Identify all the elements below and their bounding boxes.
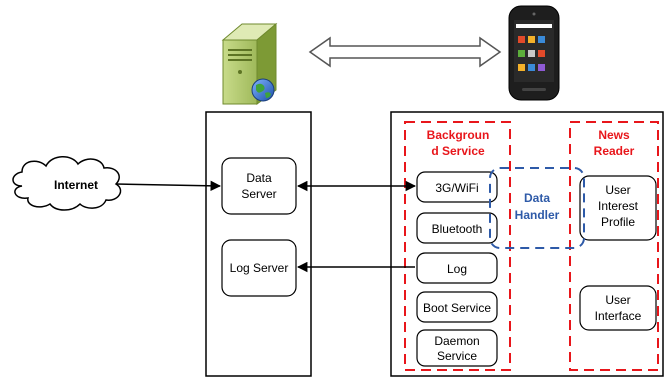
data-handler-title-line2: Handler: [515, 208, 560, 222]
news-reader-region: News Reader: [569, 121, 659, 371]
globe-icon: [251, 78, 275, 102]
daemon-service-label-line2: Service: [437, 349, 477, 363]
data-server-label-line2: Server: [241, 187, 276, 201]
data-server-label-line1: Data: [246, 171, 272, 185]
data-server-box: Data Server: [221, 157, 297, 215]
user-interface-box: User Interface: [579, 285, 657, 331]
wifi-box: 3G/WiFi: [416, 171, 498, 203]
bluetooth-label: Bluetooth: [432, 222, 483, 236]
user-interest-profile-box: User Interest Profile: [579, 175, 657, 241]
user-interface-line2: Interface: [595, 309, 642, 323]
user-interest-profile-line1: User: [605, 183, 630, 197]
news-reader-title-line2: Reader: [594, 144, 635, 158]
smartphone-icon: [508, 5, 560, 101]
user-interest-profile-line2: Interest: [598, 199, 639, 213]
user-interface-line1: User: [605, 293, 630, 307]
sync-double-arrow: [308, 36, 502, 68]
user-interest-profile-line3: Profile: [601, 215, 635, 229]
internet-cloud: Internet: [12, 156, 122, 211]
background-service-region: Backgroun d Service: [404, 121, 511, 371]
background-service-title-line2: d Service: [431, 144, 485, 158]
log-server-label: Log Server: [230, 261, 289, 275]
log-server-box: Log Server: [221, 239, 297, 297]
wifi-label: 3G/WiFi: [435, 181, 478, 195]
news-reader-title-line1: News: [598, 128, 630, 142]
daemon-service-box: Daemon Service: [416, 329, 498, 367]
boot-service-label: Boot Service: [423, 301, 491, 315]
server-icon: [221, 22, 278, 105]
internet-to-data-server-arrow: [115, 180, 222, 192]
data-handler-region: Data Handler: [489, 167, 585, 249]
log-label: Log: [447, 262, 467, 276]
data-handler-title-line1: Data: [524, 191, 550, 205]
bluetooth-box: Bluetooth: [416, 212, 498, 244]
boot-service-box: Boot Service: [416, 291, 498, 323]
internet-label: Internet: [54, 178, 98, 192]
log-box: Log: [416, 252, 498, 284]
daemon-service-label-line1: Daemon: [434, 334, 479, 348]
background-service-title-line1: Backgroun: [427, 128, 490, 142]
